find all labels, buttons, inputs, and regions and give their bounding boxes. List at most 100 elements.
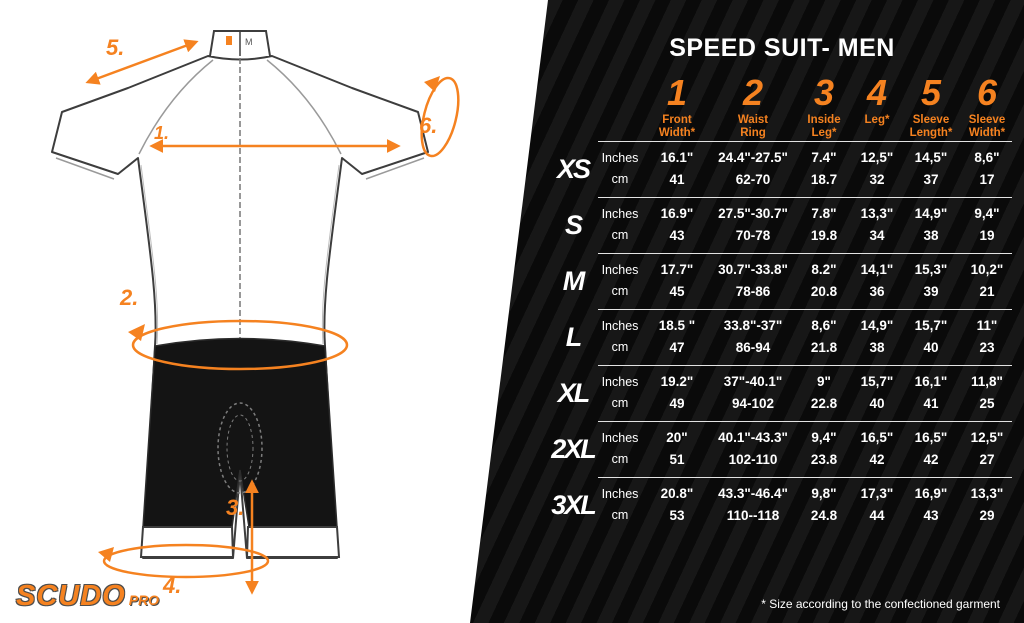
- inches-value: 14,1": [860, 262, 894, 278]
- column-label: Sleeve Width*: [968, 114, 1006, 140]
- sleeve-width-cell: 11" 23: [960, 315, 1014, 358]
- unit-cm-label: cm: [611, 508, 629, 522]
- callout-4: 4.: [162, 573, 181, 598]
- inches-value: 27.5"-30.7": [718, 206, 788, 222]
- inches-value: 37"-40.1": [723, 374, 783, 390]
- cm-value: 40: [923, 340, 939, 355]
- sleeve-length-cell: 14,5" 37: [902, 147, 960, 190]
- arrow-2-waist-ring: [131, 319, 349, 371]
- inches-value: 10,2": [970, 262, 1004, 278]
- waist-ring-cell: 24.4"-27.5" 62-70: [710, 147, 796, 190]
- cm-value: 43: [669, 228, 685, 243]
- cm-value: 37: [923, 172, 939, 187]
- inches-value: 7.4": [811, 150, 837, 166]
- front-width-cell: 20" 51: [644, 427, 710, 470]
- inches-value: 16.9": [660, 206, 694, 222]
- size-row: S Inches cm 16.9" 43 27.5"-30.7" 70-78 7…: [550, 197, 1014, 253]
- size-label: S: [564, 209, 583, 240]
- unit-labels: Inches cm: [596, 260, 644, 301]
- measurement-arrows: [85, 39, 460, 595]
- unit-inches-label: Inches: [601, 207, 639, 222]
- inside-leg-cell: 7.4" 18.7: [796, 147, 852, 190]
- unit-labels: Inches cm: [596, 204, 644, 245]
- callout-6: 6.: [419, 113, 437, 138]
- right-leg-cuff: [245, 526, 341, 558]
- cm-value: 36: [869, 284, 885, 299]
- inches-value: 9,4": [974, 206, 1000, 222]
- inches-value: 16,1": [914, 374, 948, 390]
- sleeve-width-cell: 13,3" 29: [960, 483, 1014, 526]
- column-number: 5: [920, 72, 942, 113]
- cm-value: 19.8: [810, 228, 838, 243]
- cm-value: 25: [979, 396, 995, 411]
- inside-leg-cell: 8.2" 20.8: [796, 259, 852, 302]
- unit-cm-label: cm: [611, 452, 629, 466]
- sleeve-width-cell: 11,8" 25: [960, 371, 1014, 414]
- inches-value: 9,4": [811, 430, 837, 446]
- cm-value: 24.8: [810, 508, 838, 523]
- cm-value: 21.8: [810, 340, 838, 355]
- size-label: XS: [556, 153, 591, 184]
- inches-value: 16,9": [914, 486, 948, 502]
- cm-value: 94-102: [731, 396, 775, 411]
- inches-value: 8,6": [974, 150, 1000, 166]
- leg-cell: 14,1" 36: [852, 259, 902, 302]
- unit-labels: Inches cm: [596, 316, 644, 357]
- cm-value: 27: [979, 452, 995, 467]
- cm-value: 78-86: [735, 284, 771, 299]
- sleeve-width-cell: 9,4" 19: [960, 203, 1014, 246]
- cm-value: 18.7: [810, 172, 838, 187]
- waist-ring-cell: 33.8"-37" 86-94: [710, 315, 796, 358]
- cm-value: 51: [669, 452, 685, 467]
- inches-value: 14,9": [914, 206, 948, 222]
- column-header-3: 3 Inside Leg*: [796, 75, 852, 141]
- sleeve-width-cell: 10,2" 21: [960, 259, 1014, 302]
- unit-inches-label: Inches: [601, 431, 639, 446]
- unit-labels: Inches cm: [596, 484, 644, 525]
- column-label: Front Width*: [658, 114, 696, 140]
- callout-labels: 1. 2. 3. 4. 5. 6.: [106, 35, 437, 598]
- unit-cm-label: cm: [611, 172, 629, 186]
- cm-value: 23.8: [810, 452, 838, 467]
- column-header-5: 5 Sleeve Length*: [902, 75, 960, 141]
- inches-value: 8,6": [811, 318, 837, 334]
- inches-value: 9": [817, 374, 831, 390]
- sleeve-length-cell: 16,9" 43: [902, 483, 960, 526]
- inches-value: 33.8"-37": [723, 318, 783, 334]
- inches-value: 20": [666, 430, 688, 446]
- unit-labels: Inches cm: [596, 428, 644, 469]
- column-label: Inside Leg*: [807, 114, 841, 140]
- inches-value: 14,9": [860, 318, 894, 334]
- callout-1: 1.: [154, 123, 169, 143]
- arrow-6-sleeve-width: [420, 76, 460, 158]
- waist-ring-cell: 30.7"-33.8" 78-86: [710, 259, 796, 302]
- cm-value: 42: [869, 452, 885, 467]
- inches-value: 8.2": [811, 262, 837, 278]
- cm-value: 86-94: [735, 340, 771, 355]
- size-row: 3XL Inches cm 20.8" 53 43.3"-46.4" 110--…: [550, 477, 1014, 533]
- column-number: 1: [666, 72, 688, 113]
- column-number: 6: [976, 72, 998, 113]
- cm-value: 41: [669, 172, 685, 187]
- sleeve-width-cell: 8,6" 17: [960, 147, 1014, 190]
- column-header-2: 2 Waist Ring: [710, 75, 796, 141]
- inches-value: 16.1": [660, 150, 694, 166]
- leg-cell: 12,5" 32: [852, 147, 902, 190]
- inches-value: 17,3": [860, 486, 894, 502]
- brand-suffix: PRO: [128, 592, 160, 608]
- leg-cell: 17,3" 44: [852, 483, 902, 526]
- chamois-pad-outline: [217, 402, 263, 494]
- size-row: XS Inches cm 16.1" 41 24.4"-27.5" 62-70 …: [550, 141, 1014, 197]
- left-leg-cuff: [139, 526, 235, 558]
- cm-value: 20.8: [810, 284, 838, 299]
- inches-value: 11,8": [971, 374, 1003, 390]
- inches-value: 20.8": [660, 486, 694, 502]
- front-width-cell: 16.9" 43: [644, 203, 710, 246]
- inside-leg-cell: 9,8" 24.8: [796, 483, 852, 526]
- cm-value: 17: [979, 172, 995, 187]
- column-number: 3: [813, 72, 835, 113]
- front-width-cell: 16.1" 41: [644, 147, 710, 190]
- column-label: Waist Ring: [737, 114, 769, 140]
- unit-labels: Inches cm: [596, 148, 644, 189]
- inside-leg-cell: 9" 22.8: [796, 371, 852, 414]
